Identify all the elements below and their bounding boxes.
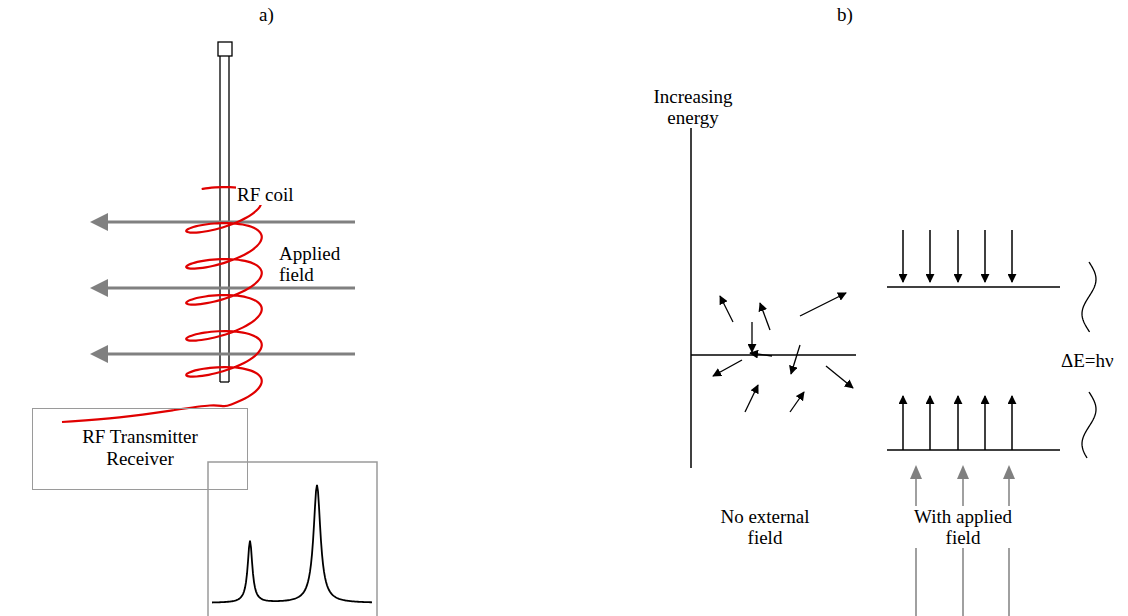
spin-arrow: [760, 303, 770, 330]
spin-arrow: [791, 345, 800, 374]
spin-arrow: [1011, 396, 1013, 450]
arrow-head: [910, 465, 922, 479]
spectrum-box: [208, 462, 377, 616]
spectrum-trace: [212, 485, 372, 603]
spin-arrow: [984, 396, 986, 450]
spin-arrow: [957, 230, 959, 282]
text-label: Increasing energy: [627, 86, 759, 128]
lower-level: [887, 449, 1060, 450]
spin-arrow: [902, 396, 904, 450]
spin-arrow: [745, 385, 758, 412]
random-spins: [713, 293, 853, 412]
text-label: RF coil: [236, 184, 294, 205]
spin-arrow: [790, 392, 804, 412]
instrument-box: RF Transmitter Receiver: [32, 408, 248, 490]
arrow-head: [1003, 465, 1015, 479]
text-label: b): [836, 4, 854, 25]
upper-level: [887, 286, 1060, 287]
spin-arrow: [1011, 230, 1013, 282]
tube-wall: [219, 56, 220, 382]
tube-cap: [218, 42, 232, 56]
rf-coil: [62, 187, 262, 422]
aligned-spins: [903, 230, 1012, 450]
spin-arrow: [720, 296, 733, 322]
arrow-head: [90, 213, 108, 231]
degenerate-level: [691, 354, 856, 355]
box-label: RF Transmitter Receiver: [70, 426, 210, 470]
spin-arrow: [929, 396, 931, 450]
arrow-head: [90, 345, 108, 363]
field-arrows: [90, 213, 355, 363]
spin-arrow: [713, 360, 742, 376]
text-label: With applied field: [904, 506, 1022, 548]
arrow-head: [957, 465, 969, 479]
tube-bottom: [220, 381, 229, 382]
energy-axis: [690, 90, 692, 468]
spin-arrow: [902, 230, 904, 282]
spin-arrow: [929, 230, 931, 282]
text-label: a): [258, 4, 275, 25]
spin-arrow: [750, 353, 772, 356]
photon-wave: [1082, 262, 1096, 332]
text-label: No external field: [709, 506, 821, 548]
spin-arrow: [957, 396, 959, 450]
spin-arrow: [751, 322, 752, 352]
spin-arrow: [826, 366, 853, 388]
arrow-head: [90, 279, 108, 297]
photon-wave: [1082, 392, 1096, 458]
spin-arrow: [800, 293, 846, 316]
text-label: ΔE=hν: [1060, 350, 1115, 371]
spin-arrow: [984, 230, 986, 282]
field-arrow: [104, 287, 355, 290]
field-arrow: [104, 353, 355, 356]
text-label: Applied field: [278, 243, 358, 285]
